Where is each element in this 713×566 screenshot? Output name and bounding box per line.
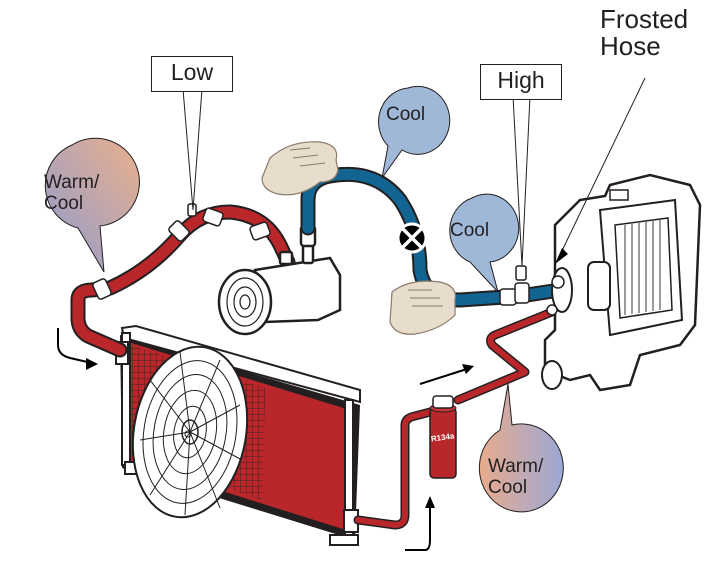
leader-lines — [182, 77, 646, 267]
drier-label: R134a — [430, 431, 455, 443]
bubble-line: Warm/ — [488, 456, 544, 477]
condenser — [115, 324, 361, 546]
cold-line-fittings — [499, 265, 530, 306]
frosted-hose-label: Frosted Hose — [600, 4, 689, 62]
bubble-cool-top — [378, 85, 451, 179]
flow-arrow-bottom — [405, 500, 431, 551]
bubble-line: Cool — [488, 477, 528, 499]
bubble-warm-cool-right — [478, 383, 564, 513]
hot-lines — [70, 204, 651, 530]
flow-arrow-middle — [419, 367, 471, 385]
bubble-warm-cool-left-text: Warm/ Cool — [44, 172, 99, 215]
bubble-cool-middle — [449, 193, 520, 293]
high-label: High — [480, 64, 562, 100]
frosted-hose-line1: Frosted — [600, 4, 689, 34]
hose-fittings — [92, 203, 271, 300]
restriction-icon — [396, 222, 428, 254]
low-label: Low — [151, 56, 233, 92]
flow-arrow-left — [57, 328, 97, 365]
bubble-cool-top-text: Cool — [386, 104, 425, 125]
frosted-hose-line2: Hose — [600, 31, 661, 62]
hand-bottom — [389, 280, 457, 335]
flow-arrows — [57, 328, 474, 551]
bubble-line: Cool — [450, 220, 490, 241]
bubble-warm-cool-right-text: Warm/ Cool — [488, 456, 543, 499]
hand-top — [261, 141, 339, 196]
fan — [131, 345, 249, 519]
evaporator — [541, 173, 702, 392]
bubble-line: Cool — [44, 193, 84, 215]
bubble-line: Cool — [386, 104, 426, 125]
bubble-warm-cool-left — [44, 137, 140, 273]
bubble-cool-middle-text: Cool — [450, 220, 489, 241]
receiver-drier: R134a — [429, 395, 457, 479]
bubble-line: Warm/ — [44, 172, 100, 193]
compressor — [217, 224, 342, 336]
